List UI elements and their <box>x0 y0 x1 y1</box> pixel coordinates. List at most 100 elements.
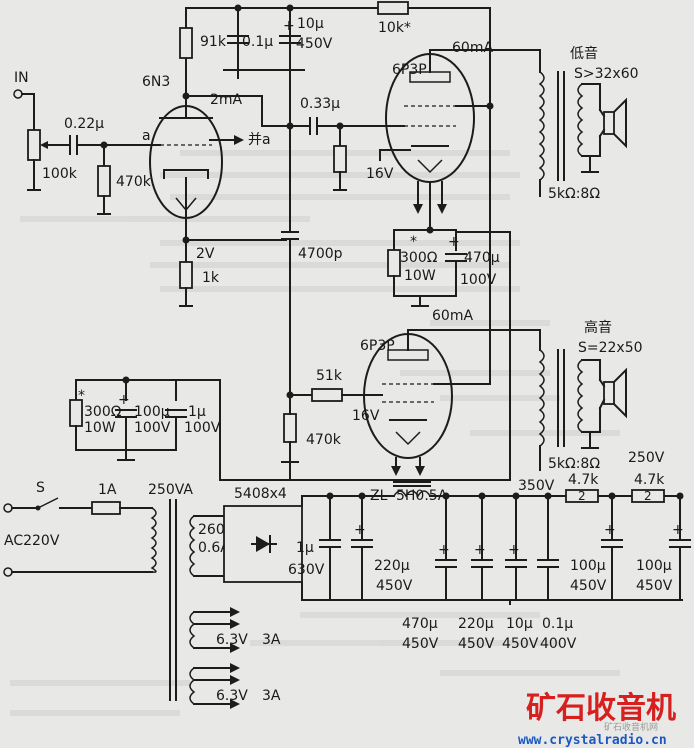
label-v-450-top: 450V <box>296 36 333 52</box>
label-c-0-33u: 0.33μ <box>300 96 340 112</box>
resistor-51k <box>311 388 343 402</box>
label-v-630v: 630V <box>288 562 325 578</box>
label-heater-2-current: 3A <box>262 688 281 704</box>
plus-mark-10u-b: + <box>508 542 520 558</box>
resistor-4-7k-1 <box>565 489 599 503</box>
input-terminal <box>13 89 23 99</box>
power-switch <box>37 497 59 509</box>
label-v-450-f: 450V <box>502 636 539 652</box>
label-woofer-name: 低音 <box>570 45 598 62</box>
resistor-470k-grid <box>97 165 111 197</box>
label-v-400v: 400V <box>540 636 577 652</box>
watermark-small: 矿石收音机网 <box>604 721 658 733</box>
label-heater-1-current: 3A <box>262 632 281 648</box>
capacitor-0-1u-top <box>227 35 249 44</box>
label-c-1u: 1μ <box>296 540 314 556</box>
label-r-4-7k-1: 4.7k <box>568 472 599 488</box>
label-tube-6p3p-top: 6P3P <box>392 62 427 78</box>
label-r-300-left-star: * <box>78 388 85 404</box>
label-r-300-top: 300Ω <box>400 250 438 266</box>
resistor-10k <box>377 1 409 15</box>
label-c-0-1u-b: 0.1μ <box>542 616 573 632</box>
label-v-450-a: 450V <box>376 578 413 594</box>
label-in: IN <box>14 70 29 86</box>
label-i-60ma-top: 60mA <box>452 40 493 56</box>
label-v-450-e: 450V <box>458 636 495 652</box>
label-c-220u-b: 220μ <box>458 616 494 632</box>
label-fuse-1a: 1A <box>98 482 117 498</box>
label-c-0-22u: 0.22μ <box>64 116 104 132</box>
woofer-speaker-icon <box>598 97 627 149</box>
label-r-470k-grid: 470k <box>116 174 152 190</box>
label-c-0-1u-top: 0.1μ <box>242 34 273 50</box>
label-r-100k: 100k <box>42 166 78 182</box>
label-v-450-d: 450V <box>402 636 439 652</box>
label-c-10u-b: 10μ <box>506 616 533 632</box>
label-tube-6p3p-bottom: 6P3P <box>360 338 395 354</box>
input-potentiometer-100k <box>27 129 41 161</box>
fuse-1a <box>91 501 121 515</box>
label-r-470k-bottom: 470k <box>306 432 342 448</box>
plus-mark-100u-left: + <box>118 392 130 408</box>
tweeter-speaker-icon <box>598 367 627 419</box>
label-c-1u-left: 1μ <box>188 404 206 420</box>
resistor-300-top <box>387 249 401 277</box>
resistor-1k <box>179 261 193 289</box>
mains-terminal-1 <box>3 503 13 513</box>
mains-terminal-2 <box>3 567 13 577</box>
output-transformer-top <box>538 71 584 197</box>
label-r-4-7k-2-watt: 2 <box>644 489 652 503</box>
label-v-2v: 2V <box>196 246 215 262</box>
label-r-300-left: 300Ω <box>84 404 122 420</box>
label-w-10w-left: 10W <box>84 420 116 436</box>
label-node-a: a <box>142 128 151 144</box>
label-v-100v-left2: 100V <box>184 420 221 436</box>
label-v-16v-top: 16V <box>366 166 394 182</box>
label-v-450-c: 450V <box>636 578 673 594</box>
label-r-10k: 10k* <box>378 20 411 36</box>
plus-mark-470u-b: + <box>438 542 450 558</box>
label-sec-0-6a: 0.6A <box>198 540 230 556</box>
label-imp-bottom: 5kΩ:8Ω <box>548 456 600 472</box>
plus-mark-100u-a: + <box>604 522 616 538</box>
label-tweeter-size: S=22x50 <box>578 340 643 356</box>
label-ac-220v: AC220V <box>4 533 60 549</box>
label-choke-zl: ZL <box>370 488 388 504</box>
b-plus-rail <box>185 4 491 107</box>
label-v-16v-bottom: 16V <box>352 408 380 424</box>
power-transformer <box>150 499 196 705</box>
label-v-350v: 350V <box>518 478 555 494</box>
label-r-1k: 1k <box>202 270 220 286</box>
label-c-10u-top: 10μ <box>297 16 324 32</box>
label-r-51k: 51k <box>316 368 343 384</box>
plus-mark-100u-b: + <box>672 522 684 538</box>
resistor-470k-bottom <box>283 413 297 443</box>
watermark-url: www.crystalradio.cn <box>518 733 667 748</box>
label-imp-top: 5kΩ:8Ω <box>548 186 600 202</box>
label-c-470u-top: 470μ <box>464 250 500 266</box>
label-r-300-top-star: * <box>410 234 417 250</box>
resistor-91k <box>179 27 193 59</box>
label-switch-s: S <box>36 480 45 496</box>
label-r-4-7k-1-watt: 2 <box>578 489 586 503</box>
label-c-4700p: 4700p <box>298 246 343 262</box>
choke-zl <box>393 481 431 498</box>
capacitor-10u-top <box>279 35 301 44</box>
tube-6n3 <box>149 95 223 241</box>
resistor-grid-top <box>333 145 347 173</box>
label-c-100u-b: 100μ <box>636 558 672 574</box>
label-heater-2: 6.3V <box>216 688 248 704</box>
resistor-4-7k-2 <box>631 489 665 503</box>
label-r-91k: 91k <box>200 34 227 50</box>
plus-mark: + <box>283 18 295 34</box>
label-i-2ma: 2mA <box>210 92 243 108</box>
label-v-100v-top: 100V <box>460 272 497 288</box>
label-heater-1: 6.3V <box>216 632 248 648</box>
label-c-470u-b: 470μ <box>402 616 438 632</box>
label-i-60ma-mid: 60mA <box>432 308 473 324</box>
site-watermark: 矿石收音机 矿石收音机网 www.crystalradio.cn <box>518 691 676 748</box>
label-tube-6n3: 6N3 <box>142 74 170 90</box>
label-w-10w-top: 10W <box>404 268 436 284</box>
label-c-100u-a: 100μ <box>570 558 606 574</box>
